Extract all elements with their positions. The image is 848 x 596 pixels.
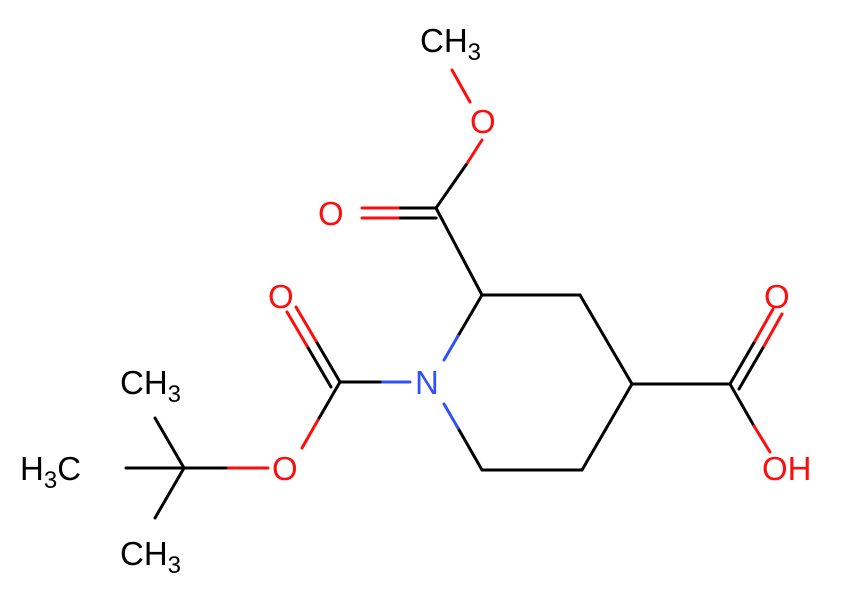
bond-n-c2-blue bbox=[442, 334, 460, 362]
bond-boc-co-2r bbox=[285, 310, 309, 348]
bond-acid-co-1r bbox=[753, 307, 775, 343]
bond-c4-c5 bbox=[580, 382, 634, 472]
bond-acid-oh-red bbox=[752, 424, 772, 454]
methyl-top-label: CH3 bbox=[420, 22, 481, 66]
bond-boc-co-1 bbox=[314, 339, 342, 384]
boc-carbonyl-o-label: O bbox=[268, 278, 294, 315]
bond-boc-co-1r bbox=[294, 305, 318, 343]
bond-tbu-ch3-top bbox=[153, 416, 186, 470]
acid-carbonyl-o-label: O bbox=[764, 278, 790, 315]
ester-carbonyl-o-label: O bbox=[318, 195, 344, 232]
bond-boc-o bbox=[316, 380, 342, 422]
bond-n-c2 bbox=[456, 293, 484, 338]
bond-acid-co-2 bbox=[737, 344, 766, 391]
bond-ester-o-black bbox=[434, 163, 468, 210]
bond-boc-o-red bbox=[300, 418, 320, 450]
atom-labels: CH3 O O O N O O OH CH3 H3C CH3 bbox=[20, 22, 812, 579]
tbu-ch3-top-label: CH3 bbox=[120, 364, 181, 408]
bond-c3-c4 bbox=[578, 293, 634, 386]
bond-ome-ch3 bbox=[450, 68, 472, 104]
bond-acid-oh bbox=[728, 382, 756, 428]
bond-ester-c2 bbox=[434, 206, 484, 297]
bond-ester-o bbox=[464, 138, 484, 167]
bond-c6-n-blue bbox=[442, 402, 460, 430]
tbu-ch3-bottom-label: CH3 bbox=[120, 535, 181, 579]
bond-c6-n bbox=[456, 426, 484, 472]
bond-boc-co-2 bbox=[305, 344, 333, 389]
ring-n-label: N bbox=[415, 364, 439, 401]
acid-oh-label: OH bbox=[762, 450, 812, 487]
bond-tbu-ch3-bottom bbox=[153, 466, 186, 520]
bond-acid-co-2r bbox=[762, 312, 784, 348]
tbu-ch3-left-label: H3C bbox=[20, 450, 81, 494]
boc-ether-o-label: O bbox=[272, 450, 298, 487]
ester-o-label: O bbox=[470, 103, 496, 140]
bond-acid-co-1 bbox=[728, 339, 757, 386]
bonds bbox=[124, 68, 784, 520]
